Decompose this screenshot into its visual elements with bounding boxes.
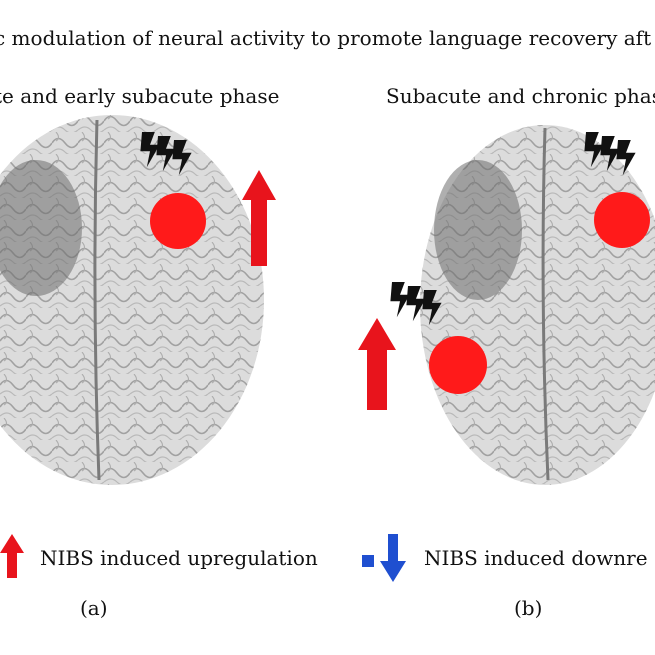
up-arrow-a xyxy=(242,170,276,266)
stimulation-site-b-lower xyxy=(429,336,487,394)
red-up-arrow-icon xyxy=(0,534,24,578)
figure-title: c modulation of neural activity to promo… xyxy=(0,26,652,50)
stimulation-site-b-upper xyxy=(594,192,650,248)
legend-downregulation-text: NIBS induced downre xyxy=(424,546,648,570)
blue-down-arrow-icon xyxy=(380,534,406,582)
panel-label-b: (b) xyxy=(514,596,543,620)
lesion-b xyxy=(434,160,522,300)
legend-upregulation-text: NIBS induced upregulation xyxy=(40,546,318,570)
panel-label-a: (a) xyxy=(80,596,108,620)
phase-label-b: Subacute and chronic phas xyxy=(386,84,655,108)
phase-label-a: te and early subacute phase xyxy=(0,84,280,108)
stimulation-site-a xyxy=(150,193,206,249)
lesion-a xyxy=(0,160,82,296)
blue-square-icon xyxy=(362,555,374,567)
up-arrow-b xyxy=(358,318,396,410)
